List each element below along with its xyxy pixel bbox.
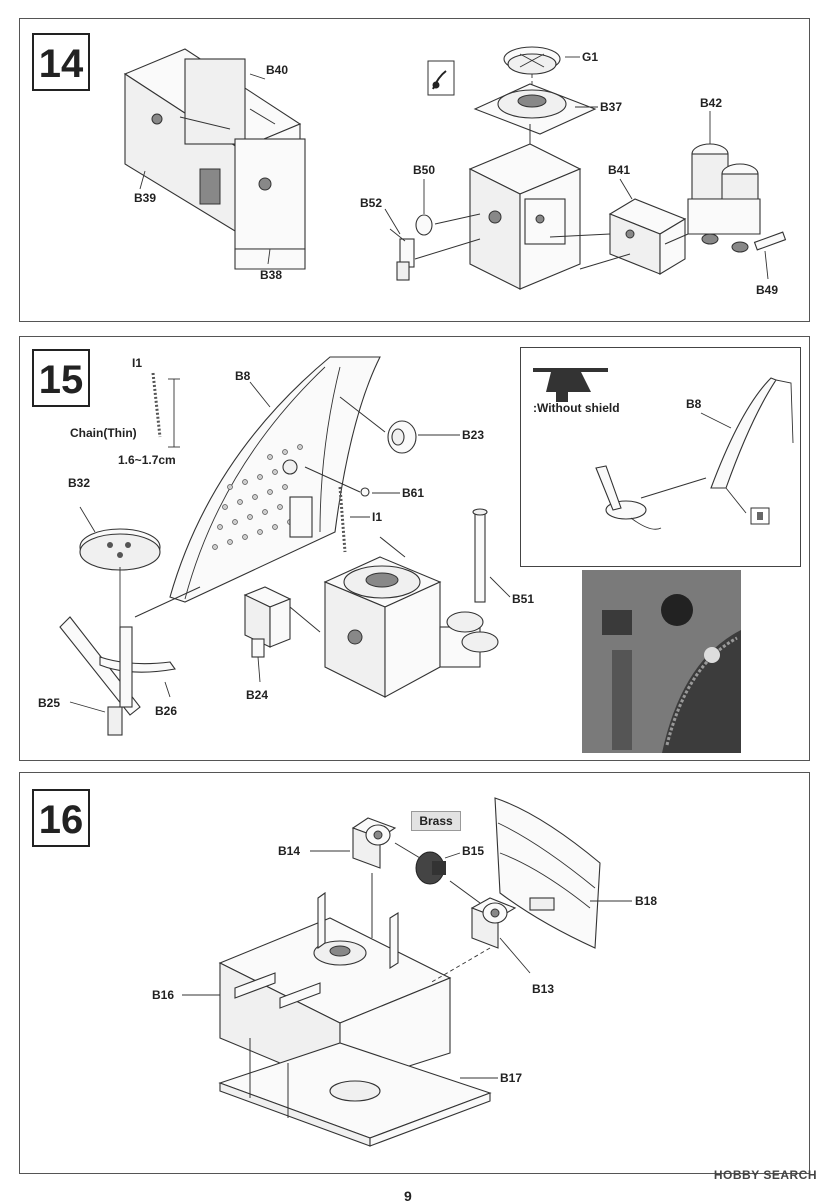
center-box-assembly [468,143,582,290]
inset-caption: :Without shield [533,401,620,415]
gun-silhouette-icon [533,368,608,402]
lever-b52 [389,228,415,281]
label-b17: B17 [500,1071,522,1085]
step-number: 14 [32,33,90,91]
label-b14: B14 [278,844,300,858]
label-b24: B24 [246,688,268,702]
sight-b42 [687,143,761,253]
rod-b51 [472,508,488,603]
label-b40: B40 [266,63,288,77]
housing-assembly-left [123,48,306,270]
page-number: 9 [404,1188,412,1204]
label-b8: B8 [235,369,251,383]
turret-ring-g1 [503,46,561,75]
step-14-diagram: B40 B39 B38 G1 B37 [123,46,787,297]
label-b49: B49 [756,283,778,297]
chain-i1-attached [338,486,347,553]
turret-ring-b37 [473,83,597,135]
gear-b15 [415,851,446,885]
main-mount [323,556,499,698]
bearing-b14 [351,817,397,869]
label-b51: B51 [512,592,534,606]
label-b26: B26 [155,704,177,718]
label-b42: B42 [700,96,722,110]
label-i1: I1 [372,510,382,524]
block-b41 [608,198,687,275]
gearbox-b24 [243,586,292,658]
label-b39: B39 [134,191,156,205]
inset-label-b8: B8 [686,397,702,411]
rivet-b61 [360,487,370,497]
label-b52: B52 [360,196,382,210]
label-b25: B25 [38,696,60,710]
step-number: 16 [32,789,90,847]
label-b38: B38 [260,268,282,282]
label-g1: G1 [582,50,598,64]
plate-b17 [218,1042,492,1147]
label-chain-length: 1.6~1.7cm [118,453,176,467]
washer-b50 [415,214,433,236]
plate-b18 [494,797,601,949]
brass-badge: Brass [411,811,461,831]
label-chain-thin: Chain(Thin) [70,426,137,440]
label-b41: B41 [608,163,630,177]
knob-b23 [387,420,417,454]
inset-without-shield: :Without shield B8 [520,347,801,567]
label-b15: B15 [462,844,484,858]
shield-b8 [169,356,381,603]
stand-b25-b26 [59,616,176,736]
label-b32: B32 [68,476,90,490]
step-16-panel: 16 Brass B18 B14 B15 [19,772,810,1174]
step-16-diagram: B18 B14 B15 B13 [152,797,657,1147]
inset-diagram: :Without shield B8 [533,368,794,530]
label-b61: B61 [402,486,424,500]
label-i1-top: I1 [132,356,142,370]
step-15-panel: 15 I1 Chain(Thin) 1.6~1.7cm [19,336,810,761]
label-b16: B16 [152,988,174,1002]
reference-photo [582,570,741,753]
bearing-b13 [470,897,517,949]
label-b18: B18 [635,894,657,908]
label-b23: B23 [462,428,484,442]
label-b13: B13 [532,982,554,996]
pin-b49 [753,231,787,251]
step-number: 15 [32,349,90,407]
oil-drop-icon [427,60,455,96]
label-b50: B50 [413,163,435,177]
seat-b32 [79,528,161,697]
step-15-diagram: I1 Chain(Thin) 1.6~1.7cm B8 [38,356,534,736]
chain-i1 [151,372,180,448]
step-14-panel: 14 B40 B39 B38 [19,18,810,322]
label-b37: B37 [600,100,622,114]
watermark: HOBBY SEARCH [713,1168,817,1182]
